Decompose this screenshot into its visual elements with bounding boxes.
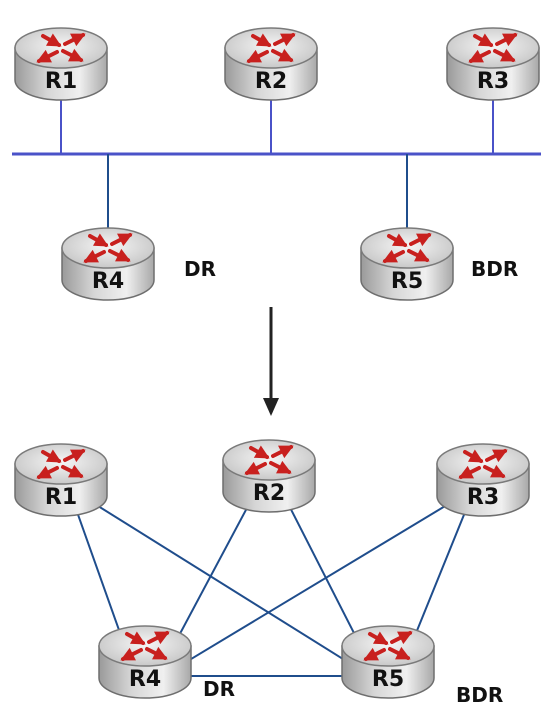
- router-icon: [222, 439, 316, 513]
- router-arrows-icon: [120, 631, 170, 661]
- router-arrows-icon: [36, 33, 86, 63]
- router-arrows-icon: [468, 33, 518, 63]
- r5-bdr-role-label: BDR: [456, 683, 503, 707]
- router-icon: [98, 625, 192, 699]
- router-arrows-icon: [83, 233, 133, 263]
- router-r4-label: R4: [129, 667, 161, 692]
- r4-dr-role-label: DR: [203, 677, 235, 701]
- router-icon: [14, 27, 108, 101]
- router-icon: [446, 27, 540, 101]
- r4-dr-role-label: DR: [184, 257, 216, 281]
- r5-bdr-role-label: BDR: [471, 257, 518, 281]
- router-icon: [61, 227, 155, 301]
- router-r5[interactable]: R5: [360, 227, 454, 301]
- router-r3[interactable]: R3: [446, 27, 540, 101]
- router-icon: [341, 625, 435, 699]
- router-r1-label: R1: [45, 485, 77, 510]
- router-arrows-icon: [363, 631, 413, 661]
- router-r1-label: R1: [45, 69, 77, 94]
- router-icon: [360, 227, 454, 301]
- router-r3-label: R3: [467, 485, 499, 510]
- router-arrows-icon: [36, 449, 86, 479]
- down-arrow-icon: [263, 307, 279, 416]
- router-icon: [14, 443, 108, 517]
- router-arrows-icon: [382, 233, 432, 263]
- router-r1[interactable]: R1: [14, 27, 108, 101]
- router-r2-label: R2: [255, 69, 287, 94]
- router-r3-label: R3: [477, 69, 509, 94]
- transition-arrow: [263, 307, 279, 416]
- router-r2[interactable]: R2: [224, 27, 318, 101]
- router-arrows-icon: [244, 445, 294, 475]
- router-r4-label: R4: [92, 269, 124, 294]
- router-r3[interactable]: R3: [436, 443, 530, 517]
- router-icon: [436, 443, 530, 517]
- adjacency-r1-r5: [95, 503, 354, 667]
- router-r5[interactable]: R5: [341, 625, 435, 699]
- router-r5-label: R5: [372, 667, 404, 692]
- router-r4[interactable]: R4: [98, 625, 192, 699]
- router-icon: [224, 27, 318, 101]
- router-r4[interactable]: R4: [61, 227, 155, 301]
- top-wires: [12, 98, 541, 228]
- router-r1[interactable]: R1: [14, 443, 108, 517]
- router-r5-label: R5: [391, 269, 423, 294]
- router-r2-label: R2: [253, 481, 285, 506]
- router-arrows-icon: [246, 33, 296, 63]
- router-r2[interactable]: R2: [222, 439, 316, 513]
- router-arrows-icon: [458, 449, 508, 479]
- adjacency-r3-r4: [179, 503, 449, 667]
